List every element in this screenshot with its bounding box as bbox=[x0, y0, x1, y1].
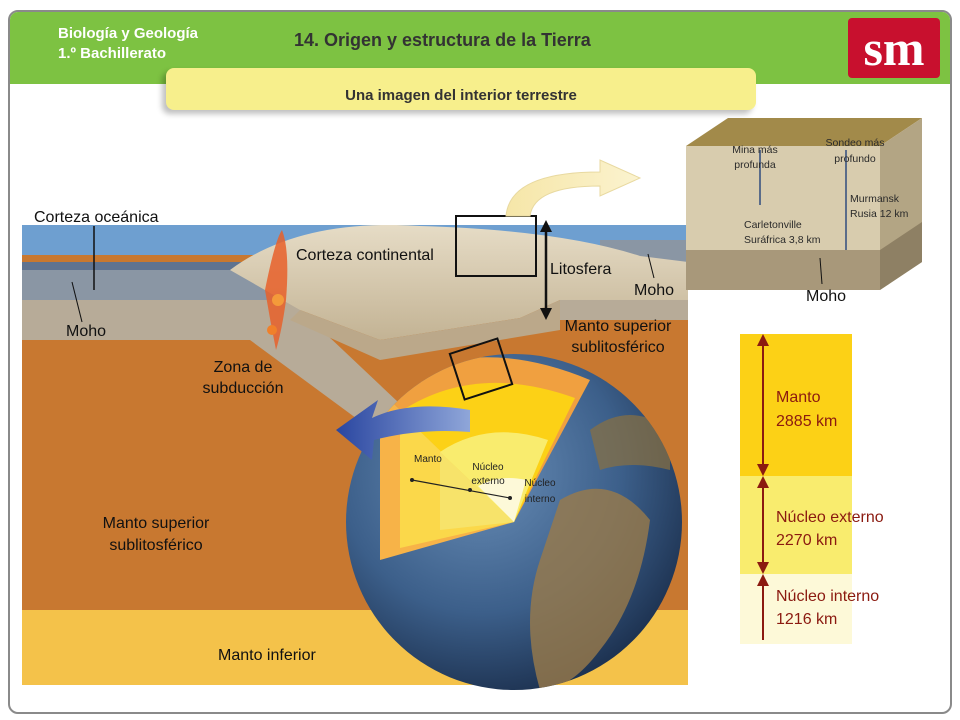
label-subduction-1: Zona de bbox=[214, 359, 273, 376]
label-moho-left: Moho bbox=[66, 323, 106, 340]
course-subject: Biología y Geología 1.º Bachillerato bbox=[58, 24, 198, 64]
oceanic-crust bbox=[22, 262, 300, 300]
page-title: 14. Origen y estructura de la Tierra bbox=[294, 30, 591, 50]
scale-outer-core-name: Núcleo externo bbox=[776, 509, 884, 526]
label-lower-mantle: Manto inferior bbox=[218, 647, 316, 664]
label-lithosphere: Litosfera bbox=[550, 261, 611, 278]
sm-logo: sm bbox=[848, 18, 940, 78]
subject-line-2: 1.º Bachillerato bbox=[58, 45, 167, 62]
label-subduction-2: subducción bbox=[203, 380, 284, 397]
subtitle-banner: Una imagen del interior terrestre bbox=[166, 68, 756, 110]
subtitle-text: Una imagen del interior terrestre bbox=[345, 87, 577, 104]
label-continental-crust: Corteza continental bbox=[296, 247, 434, 264]
scale-inner-core-band bbox=[740, 574, 852, 644]
inset-murmansk-2: Rusia 12 km bbox=[850, 208, 909, 220]
inset-carletonville-1: Carletonville bbox=[744, 219, 802, 231]
inset-top-surface bbox=[686, 118, 922, 146]
globe-label-inner-core-1: Núcleo bbox=[524, 478, 556, 489]
label-upper-mantle-right-2: sublitosférico bbox=[571, 339, 664, 356]
globe-label-mantle: Manto bbox=[414, 454, 442, 465]
crust-inset-block bbox=[686, 118, 922, 290]
scale-mantle-km: 2885 km bbox=[776, 413, 837, 430]
scale-inner-core-km: 1216 km bbox=[776, 611, 837, 628]
scale-manto-band bbox=[740, 334, 852, 476]
globe-label-outer-core-1: Núcleo bbox=[472, 462, 504, 473]
inset-borehole-label-2: profundo bbox=[834, 153, 876, 165]
label-oceanic-crust: Corteza oceánica bbox=[34, 209, 159, 226]
magma-plume bbox=[265, 230, 288, 350]
scale-outer-core-band bbox=[740, 476, 852, 574]
subject-line-1: Biología y Geología bbox=[58, 25, 199, 42]
inset-murmansk-1: Murmansk bbox=[850, 193, 900, 205]
label-upper-mantle-left-1: Manto superior bbox=[103, 515, 210, 532]
label-upper-mantle-right-1: Manto superior bbox=[565, 318, 672, 335]
globe-label-outer-core-2: externo bbox=[471, 476, 505, 487]
layer-scale-bar bbox=[740, 334, 852, 644]
scale-outer-core-km: 2270 km bbox=[776, 532, 837, 549]
zoom-arrow bbox=[505, 159, 642, 217]
continental-crust bbox=[230, 225, 688, 340]
globe-label-inner-core-2: interno bbox=[525, 494, 556, 505]
earth-globe bbox=[346, 354, 682, 690]
label-upper-mantle-left-2: sublitosférico bbox=[109, 537, 202, 554]
inset-mine-label-1: Mina más bbox=[732, 144, 778, 156]
subduction-arrow bbox=[336, 400, 470, 460]
inset-carletonville-2: Suráfrica 3,8 km bbox=[744, 234, 821, 246]
scale-inner-core-name: Núcleo interno bbox=[776, 588, 879, 605]
zoom-box-crust bbox=[455, 215, 537, 277]
africa-landmass bbox=[530, 488, 650, 690]
label-moho-center: Moho bbox=[634, 282, 674, 299]
inset-borehole-label-1: Sondeo más bbox=[826, 137, 885, 149]
zoom-box-globe bbox=[448, 337, 514, 401]
scale-mantle-name: Manto bbox=[776, 389, 821, 406]
label-moho-inset: Moho bbox=[806, 288, 846, 305]
inset-mine-label-2: profunda bbox=[734, 159, 776, 171]
